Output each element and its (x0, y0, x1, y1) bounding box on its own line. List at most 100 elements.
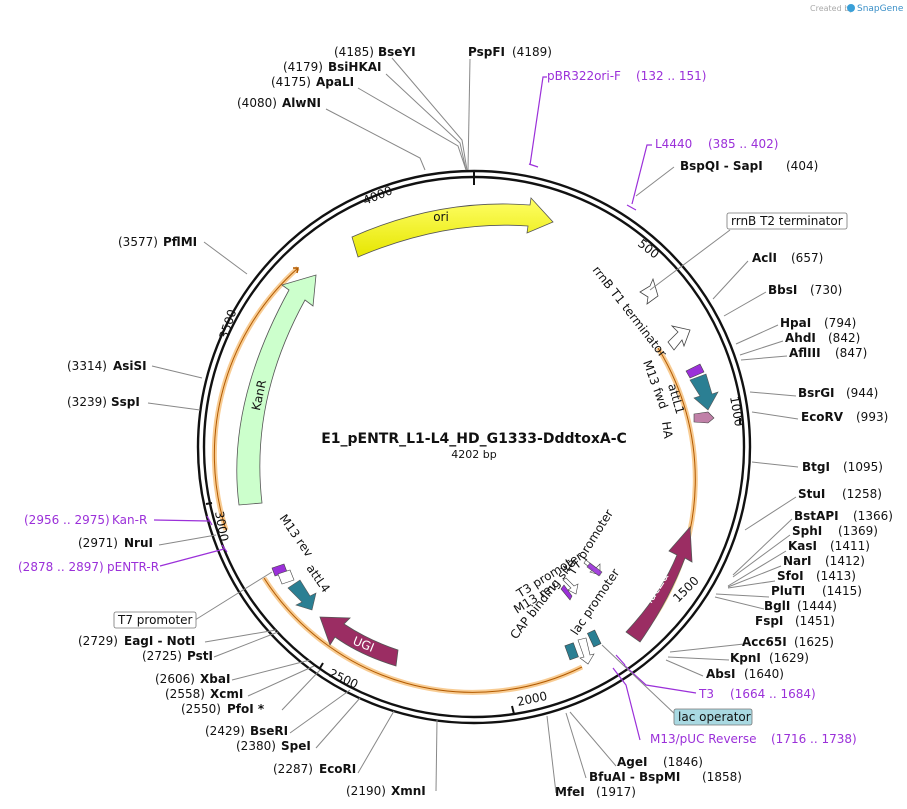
ugi-feature[interactable] (319, 616, 399, 667)
enzyme-pos-pspfi: (4189) (512, 45, 552, 59)
enzyme-name-stui[interactable]: StuI (798, 487, 825, 501)
backbone-inner-ring (202, 175, 746, 719)
enzyme-name-acc65i[interactable]: Acc65I (742, 635, 787, 649)
enzyme-pos-spei: (2380) (236, 739, 276, 753)
enzyme-name-aflii[interactable]: AflIII (789, 346, 821, 360)
enzyme-name-sspi[interactable]: SspI (111, 395, 140, 409)
enzyme-name-bstapi[interactable]: BstAPI (794, 509, 839, 523)
kanr-feature[interactable] (236, 274, 317, 506)
m13-rev-label-b: M13 rev (277, 512, 316, 560)
m13-fwd-site[interactable] (685, 363, 705, 379)
enzyme-name-pflmi[interactable]: PflMI (163, 235, 197, 249)
enzyme-name-spei[interactable]: SpeI (281, 739, 311, 753)
enzyme-pos-kasi: (1411) (830, 539, 870, 553)
enzyme-name-absi[interactable]: AbsI (706, 667, 735, 681)
enzyme-name-bgli[interactable]: BglI (764, 599, 790, 613)
enzyme-pos-bstapi: (1366) (853, 509, 893, 523)
t7-promoter-small-feature[interactable] (277, 569, 295, 585)
enzyme-pos-apali: (4175) (271, 75, 311, 89)
enzyme-name-bspqi-sapi[interactable]: BspQI - SapI (680, 159, 763, 173)
enzyme-pos-sphi: (1369) (838, 524, 878, 538)
enzyme-name-nrui[interactable]: NruI (124, 536, 153, 550)
tick-2500 (319, 662, 324, 669)
enzyme-name-alwni[interactable]: AlwNI (282, 96, 321, 110)
kanr-label: KanR (249, 379, 269, 412)
rrnb-t1-terminator-feature-2[interactable] (667, 325, 691, 351)
primer-name-kan-r[interactable]: Kan-R (112, 513, 147, 527)
primer-range-pentr-r: (2878 .. 2897) (18, 560, 104, 574)
lacza-feature[interactable] (625, 525, 693, 643)
enzyme-name-bsrgi[interactable]: BsrGI (798, 386, 835, 400)
attl4-label: attL4 (304, 562, 333, 596)
enzyme-pos-nrui: (2971) (78, 536, 118, 550)
enzyme-name-fspi[interactable]: FspI (755, 614, 783, 628)
enzyme-name-ahdi[interactable]: AhdI (785, 331, 816, 345)
enzyme-name-pfoi[interactable]: PfoI * (227, 702, 265, 716)
t3-promoter-feature[interactable] (562, 577, 579, 595)
enzyme-name-kasi[interactable]: KasI (788, 539, 817, 553)
enzyme-name-xmni[interactable]: XmnI (391, 784, 426, 798)
enzyme-name-xbai[interactable]: XbaI (200, 672, 230, 686)
lac-operator-box[interactable] (673, 708, 753, 726)
enzyme-name-kpni[interactable]: KpnI (730, 651, 761, 665)
enzyme-name-sphi[interactable]: SphI (792, 524, 822, 538)
enzyme-pos-fspi: (1451) (795, 614, 835, 628)
primer-name-l4440[interactable]: L4440 (655, 137, 692, 151)
enzyme-name-pluti[interactable]: PluTI (771, 584, 805, 598)
lac-promoter-feature[interactable] (577, 637, 595, 665)
primer-range-m13-puc-reverse: (1716 .. 1738) (771, 732, 857, 746)
enzyme-pos-ahdi: (842) (828, 331, 860, 345)
enzyme-name-btgi[interactable]: BtgI (802, 460, 830, 474)
attl1-feature[interactable] (689, 373, 719, 411)
enzyme-name-sfoi[interactable]: SfoI (777, 569, 804, 583)
ori-feature[interactable] (351, 197, 554, 258)
enzyme-name-pspfi[interactable]: PspFI (468, 45, 505, 59)
ha-feature[interactable] (693, 411, 715, 424)
enzyme-name-hpai[interactable]: HpaI (780, 316, 811, 330)
orange-band-bottom-line (263, 577, 583, 693)
enzyme-pos-bsihkai: (4179) (283, 60, 323, 74)
enzyme-name-bsihkai[interactable]: BsiHKAI (328, 60, 382, 74)
enzyme-name-bbsi[interactable]: BbsI (768, 283, 797, 297)
rrnb-t2-terminator-box[interactable] (726, 212, 848, 230)
enzyme-pos-psti: (2725) (142, 649, 182, 663)
enzyme-name-eagi-noti[interactable]: EagI - NotI (124, 634, 195, 648)
enzyme-name-agei[interactable]: AgeI (617, 755, 647, 769)
enzyme-name-psti[interactable]: PstI (187, 649, 213, 663)
primer-name-pbr322ori-f[interactable]: pBR322ori-F (547, 69, 621, 83)
primer-name-m13-puc-reverse[interactable]: M13/pUC Reverse (650, 732, 757, 746)
enzyme-pos-ecori: (2287) (273, 762, 313, 776)
t7-promoter-box[interactable] (113, 611, 197, 629)
cap-binding-site-feature[interactable] (564, 642, 579, 661)
t7-primer-site[interactable] (586, 562, 603, 577)
lac-operator-feature[interactable] (587, 629, 602, 648)
primer-name-pentr-r[interactable]: pENTR-R (107, 560, 159, 574)
enzyme-name-acli[interactable]: AclI (752, 251, 777, 265)
enzyme-name-nari[interactable]: NarI (783, 554, 812, 568)
enzyme-name-bseyi[interactable]: BseYI (378, 45, 416, 59)
enzyme-name-asisi[interactable]: AsiSI (113, 359, 147, 373)
primer-leader-lines (153, 76, 697, 741)
attl4-feature[interactable] (287, 579, 317, 611)
enzyme-name-bseri[interactable]: BseRI (250, 724, 288, 738)
enzyme-name-apali[interactable]: ApaLI (316, 75, 354, 89)
m13-rev-site-a[interactable] (560, 584, 573, 601)
enzyme-name-xcmi[interactable]: XcmI (210, 687, 243, 701)
enzyme-pos-bfuai-bspmi: (1858) (702, 770, 742, 784)
enzyme-name-ecorv[interactable]: EcoRV (801, 410, 844, 424)
enzyme-pos-pfoi: (2550) (181, 702, 221, 716)
enzyme-pos-absi: (1640) (744, 667, 784, 681)
primer-name-t3[interactable]: T3 (698, 687, 714, 701)
enzyme-pos-pluti: (1415) (822, 584, 862, 598)
rrnb-t1-label: rrnB T1 terminator (590, 263, 670, 360)
enzyme-pos-eagi-noti: (2729) (78, 634, 118, 648)
enzyme-name-mfei[interactable]: MfeI (555, 785, 585, 799)
plasmid-name: E1_pENTR_L1-L4_HD_G1333-DddtoxA-C (321, 431, 627, 447)
enzyme-pos-bsrgi: (944) (846, 386, 878, 400)
enzyme-pos-xcmi: (2558) (165, 687, 205, 701)
primer-range-kan-r: (2956 .. 2975) (24, 513, 110, 527)
enzyme-name-bfuai-bspmi[interactable]: BfuAI - BspMI (589, 770, 680, 784)
rrnb-t1-terminator-feature[interactable] (639, 277, 659, 305)
enzyme-name-ecori[interactable]: EcoRI (319, 762, 356, 776)
